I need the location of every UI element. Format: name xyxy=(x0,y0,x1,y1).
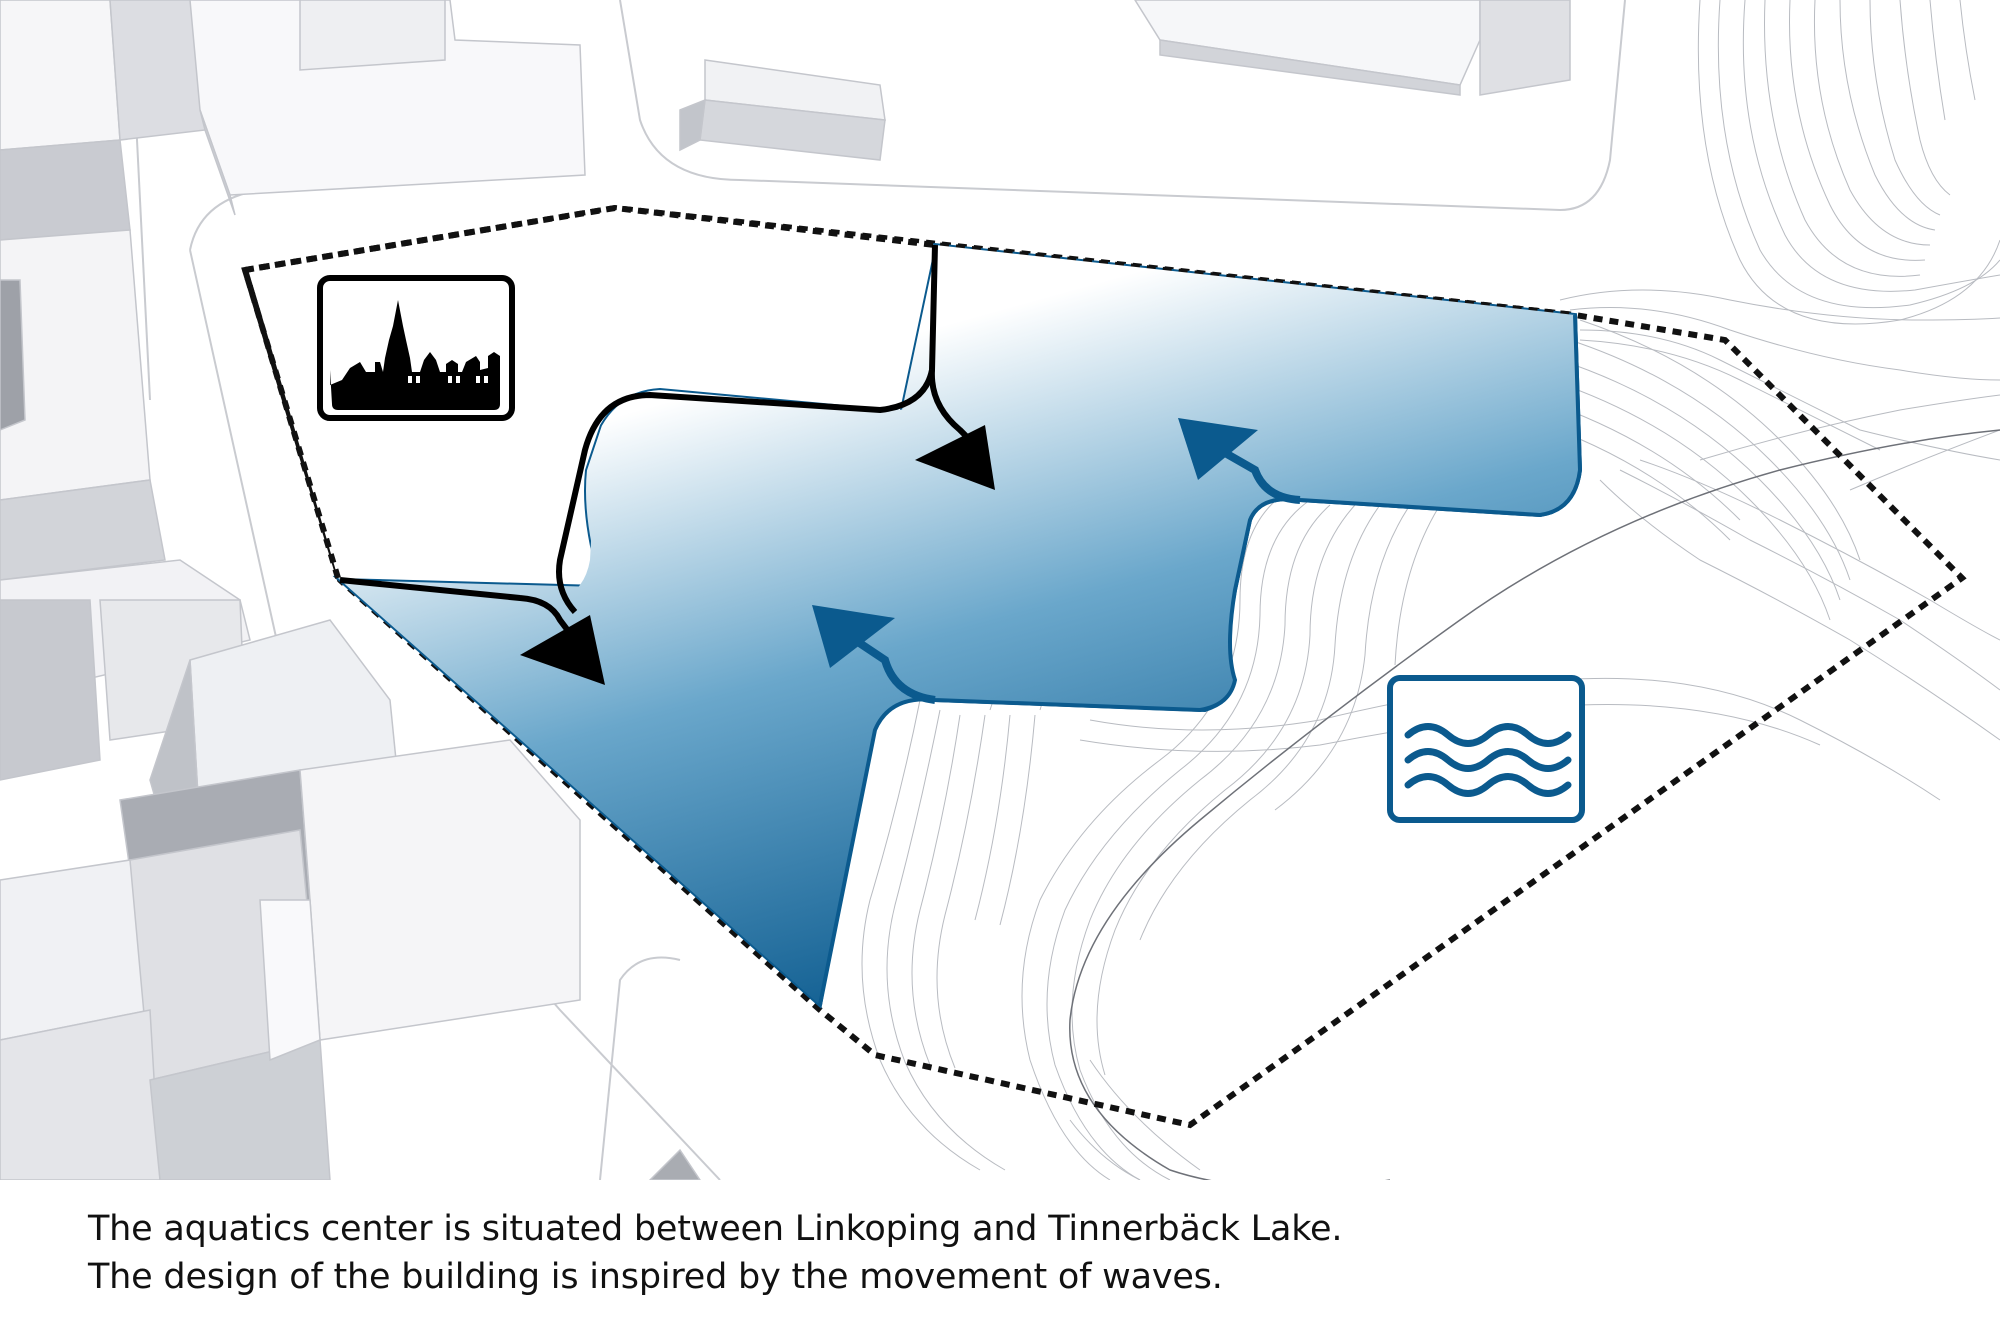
terrain-contours xyxy=(861,0,2000,1180)
site-diagram xyxy=(0,0,2000,1180)
arrow-head-blue-1 xyxy=(1178,418,1258,480)
caption-line-1: The aquatics center is situated between … xyxy=(88,1209,1343,1249)
arrow-head-black-1 xyxy=(915,425,995,490)
water-waves-icon xyxy=(1387,675,1585,823)
surrounding-buildings xyxy=(0,0,1571,1180)
lake-flow-arrows xyxy=(852,446,1301,704)
city-flow-arrows xyxy=(339,244,978,642)
diagram-caption: The aquatics center is situated between … xyxy=(88,1205,1888,1301)
arrow-head-blue-2 xyxy=(812,605,895,668)
city-skyline-icon xyxy=(317,275,515,421)
arrow-head-black-2 xyxy=(520,615,605,685)
caption-line-2: The design of the building is inspired b… xyxy=(88,1257,1223,1297)
aquatics-building-body xyxy=(338,245,1580,1005)
shoreline xyxy=(1069,429,2000,1180)
